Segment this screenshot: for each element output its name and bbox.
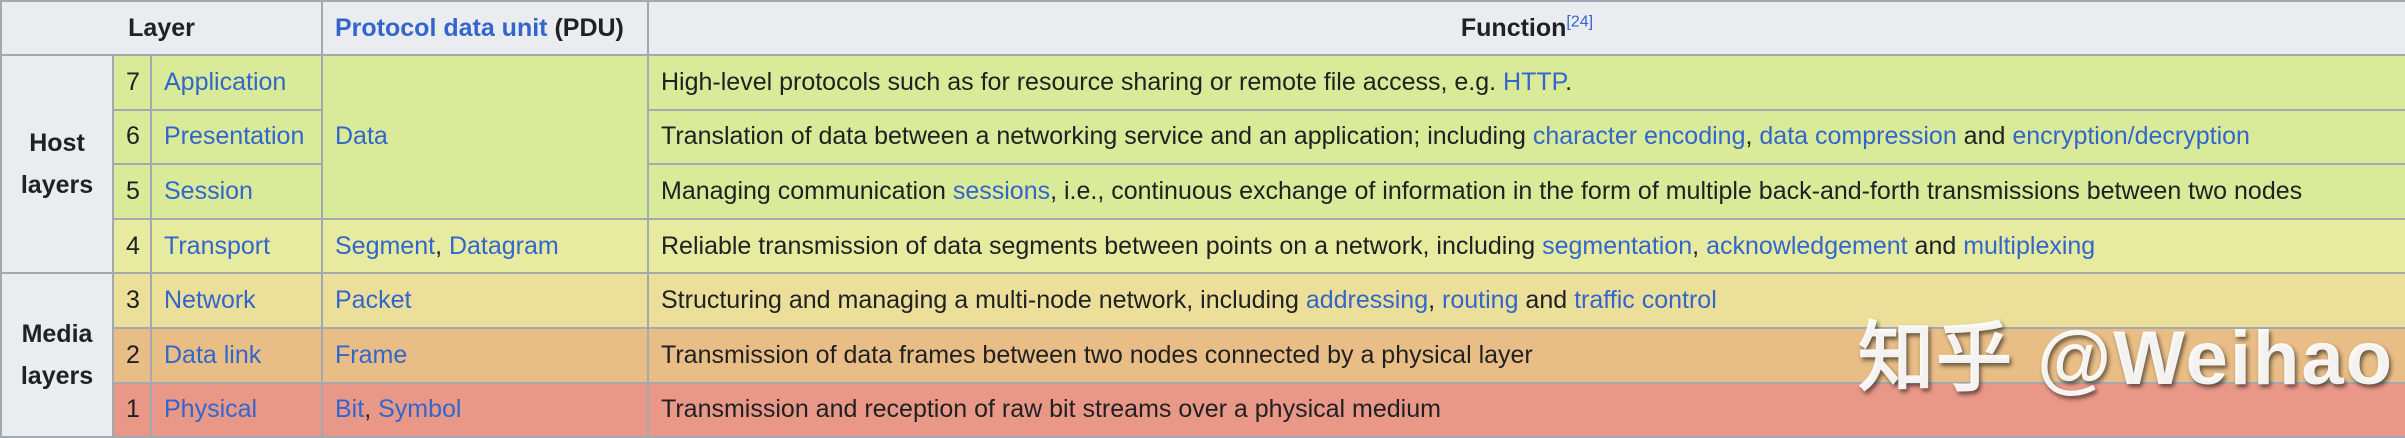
pdu-link-bit[interactable]: Bit: [335, 395, 365, 424]
layer-name-cell: Application: [150, 54, 323, 111]
function-link[interactable]: character encoding: [1532, 122, 1746, 151]
layer-link-data-link[interactable]: Data link: [164, 340, 262, 369]
table-row: 1 Physical Bit, Symbol Transmission and …: [1, 381, 2405, 438]
layer-number: 6: [112, 108, 152, 166]
layer-link-application[interactable]: Application: [164, 67, 287, 96]
layer-number: 1: [112, 381, 152, 438]
layer-link-session[interactable]: Session: [164, 176, 253, 205]
function-text: .: [1565, 67, 1573, 96]
layer-link-presentation[interactable]: Presentation: [164, 122, 305, 151]
pdu-cell: Segment, Datagram: [321, 217, 649, 275]
function-text: ,: [1428, 286, 1443, 315]
layer-name-cell: Session: [150, 163, 323, 220]
pdu-link[interactable]: Protocol data unit: [335, 13, 548, 42]
table-row: 2 Data link Frame Transmission of data f…: [1, 326, 2405, 384]
function-text: Reliable transmission of data segments b…: [661, 231, 1543, 260]
function-cell: High-level protocols such as for resourc…: [647, 54, 2405, 111]
function-link[interactable]: traffic control: [1574, 286, 1717, 315]
function-text: Transmission and reception of raw bit st…: [661, 395, 1441, 424]
pdu-link-data[interactable]: Data: [335, 122, 388, 151]
layer-number: 2: [112, 326, 152, 384]
function-text: Structuring and managing a multi-node ne…: [661, 286, 1306, 315]
pdu-abbr: (PDU): [547, 13, 624, 42]
function-text: Translation of data between a networking…: [661, 122, 1533, 151]
function-cell: Managing communication sessions, i.e., c…: [647, 163, 2405, 220]
function-link[interactable]: encryption/decryption: [2012, 122, 2250, 151]
layer-name-cell: Presentation: [150, 108, 323, 166]
pdu-link-frame[interactable]: Frame: [335, 340, 408, 369]
layer-name-cell: Data link: [150, 326, 323, 384]
header-layer: Layer: [0, 0, 323, 56]
pdu-link-datagram[interactable]: Datagram: [448, 231, 559, 260]
function-cell: Transmission and reception of raw bit st…: [647, 381, 2405, 438]
function-link[interactable]: segmentation: [1542, 231, 1693, 260]
function-cell: Transmission of data frames between two …: [647, 326, 2405, 384]
layer-link-network[interactable]: Network: [164, 286, 256, 315]
function-link[interactable]: routing: [1442, 286, 1519, 315]
function-link[interactable]: addressing: [1305, 286, 1429, 315]
function-link[interactable]: multiplexing: [1963, 231, 2096, 260]
function-text: High-level protocols such as for resourc…: [661, 67, 1504, 96]
layer-name-cell: Network: [150, 272, 323, 329]
layer-link-transport[interactable]: Transport: [164, 231, 271, 260]
header-pdu: Protocol data unit (PDU): [321, 0, 649, 56]
header-function: Function[24]: [647, 0, 2405, 56]
table-header-row: Layer Protocol data unit (PDU) Function[…: [0, 0, 2405, 56]
pdu-cell: Bit, Symbol: [321, 381, 649, 438]
function-text: and: [1518, 286, 1575, 315]
function-cell: Structuring and managing a multi-node ne…: [647, 272, 2405, 329]
function-label: Function: [1460, 13, 1567, 42]
function-text: Managing communication: [661, 176, 953, 205]
layer-number: 3: [112, 272, 152, 329]
function-reference-link[interactable]: [24]: [1566, 13, 1594, 31]
pdu-link-segment[interactable]: Segment: [335, 231, 436, 260]
table-row: 6 Presentation Translation of data betwe…: [1, 108, 2405, 166]
pdu-cell: Packet: [321, 272, 649, 329]
function-link[interactable]: sessions: [952, 176, 1051, 205]
table-row: 4 Transport Segment, Datagram Reliable t…: [1, 217, 2405, 275]
function-text: ,: [1745, 122, 1760, 151]
layer-number: 5: [112, 163, 152, 220]
pdu-cell: Data: [321, 54, 649, 220]
function-text: ,: [1692, 231, 1707, 260]
function-text: and: [1956, 122, 2013, 151]
function-text: and: [1907, 231, 1964, 260]
function-link[interactable]: acknowledgement: [1706, 231, 1908, 260]
function-cell: Reliable transmission of data segments b…: [647, 217, 2405, 275]
layer-name-cell: Transport: [150, 217, 323, 275]
pdu-link-packet[interactable]: Packet: [335, 286, 412, 315]
layer-name-cell: Physical: [150, 381, 323, 438]
layer-number: 4: [112, 217, 152, 275]
table-row: 5 Session Managing communication session…: [1, 163, 2405, 220]
function-link[interactable]: data compression: [1759, 122, 1957, 151]
pdu-cell: Frame: [321, 326, 649, 384]
function-cell: Translation of data between a networking…: [647, 108, 2405, 166]
function-link[interactable]: HTTP: [1503, 67, 1566, 96]
function-text: , i.e., continuous exchange of informati…: [1050, 176, 2303, 205]
layer-number: 7: [112, 54, 152, 111]
pdu-link-symbol[interactable]: Symbol: [378, 395, 462, 424]
layer-link-physical[interactable]: Physical: [164, 395, 258, 424]
function-text: Transmission of data frames between two …: [661, 340, 1533, 369]
